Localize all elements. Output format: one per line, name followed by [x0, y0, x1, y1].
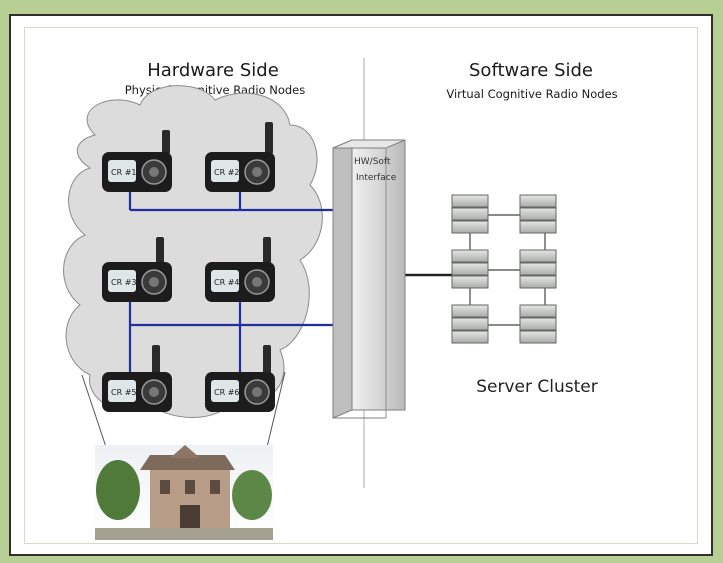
software-side-subtitle: Virtual Cognitive Radio Nodes [446, 87, 618, 101]
antenna-icon [263, 237, 271, 267]
building-image-icon [95, 445, 273, 540]
radio-cloud [63, 85, 323, 418]
server-stack-3 [451, 249, 489, 289]
server-cluster-links [469, 214, 546, 326]
radio-label-6: CR #6 [214, 388, 239, 397]
antenna-icon [156, 237, 164, 267]
server-stack-2 [519, 194, 557, 234]
radio-node-5: CR #5 [102, 345, 172, 412]
hardware-side-title: Hardware Side [147, 60, 279, 81]
antenna-icon [265, 122, 273, 154]
radio-label-3: CR #3 [111, 278, 136, 287]
radio-node-2: CR #2 [205, 122, 275, 192]
radio-network-links [128, 190, 333, 377]
server-stack-1 [451, 194, 489, 234]
radio-node-4: CR #4 [205, 237, 275, 302]
antenna-icon [162, 130, 170, 154]
server-stack-6 [519, 304, 557, 344]
software-side-title: Software Side [469, 60, 593, 81]
server-cluster-label: Server Cluster [476, 377, 598, 397]
server-stack-5 [451, 304, 489, 344]
antenna-icon [152, 345, 160, 375]
interface-label-line2: Interface [356, 173, 397, 183]
diagram-inner-border [24, 27, 698, 544]
radio-node-6: CR #6 [205, 345, 275, 412]
radio-node-1: CR #1 [102, 130, 172, 192]
server-stack-4 [519, 249, 557, 289]
radio-label-4: CR #4 [214, 278, 239, 287]
antenna-icon [263, 345, 271, 375]
interface-label-line1: HW/Soft [354, 157, 391, 167]
radio-label-1: CR #1 [111, 168, 136, 177]
radio-label-5: CR #5 [111, 388, 136, 397]
radio-node-3: CR #3 [102, 237, 172, 302]
hw-soft-interface [332, 139, 406, 419]
radio-label-2: CR #2 [214, 168, 239, 177]
